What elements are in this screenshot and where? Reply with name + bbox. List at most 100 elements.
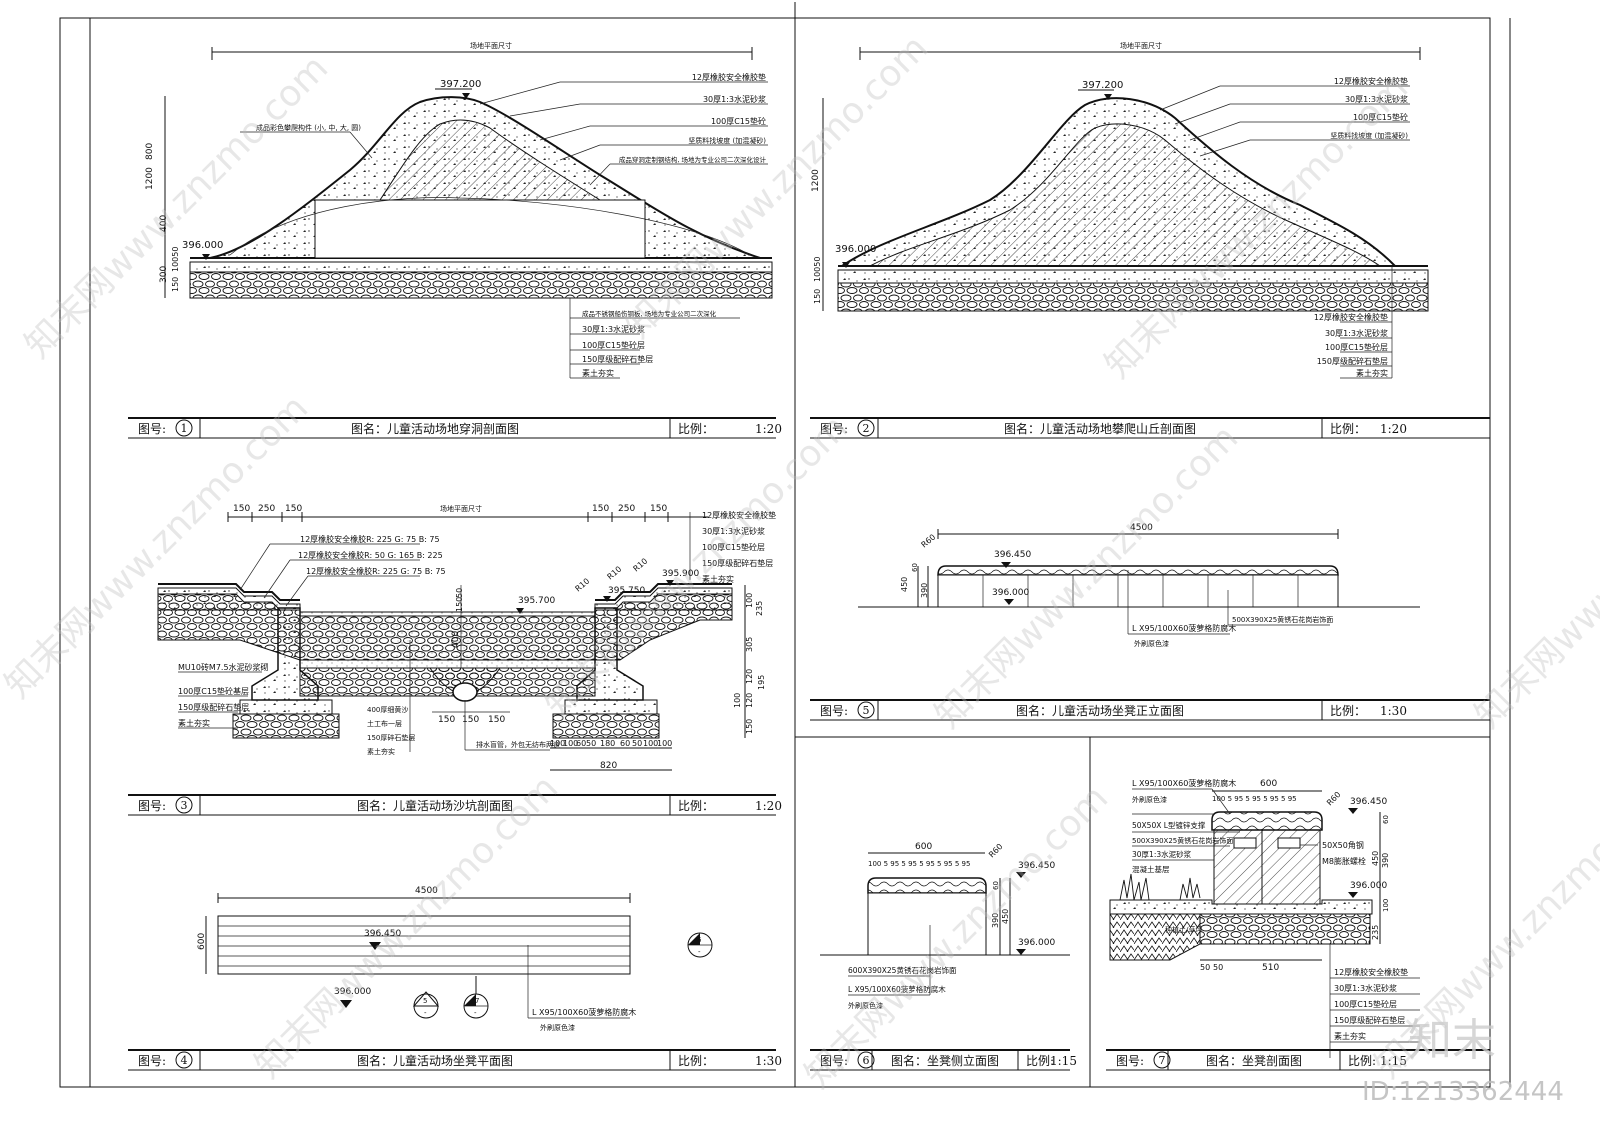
p3-drawing-title: 图名：儿童活动场沙坑剖面图: [357, 798, 513, 813]
p5-number-label: 图号:: [820, 704, 848, 718]
svg-text:L X95/100X60菠萝格防腐木: L X95/100X60菠萝格防腐木: [532, 1007, 636, 1017]
p7-plant-grass: [1119, 873, 1201, 901]
svg-text:排水盲管，外包无纺布两道: 排水盲管，外包无纺布两道: [476, 740, 560, 749]
svg-text:外刷原色漆: 外刷原色漆: [848, 1001, 883, 1010]
svg-text:50: 50: [1200, 963, 1210, 972]
svg-text:30厚1:3水泥砂浆: 30厚1:3水泥砂浆: [1345, 94, 1408, 104]
p3-right-callouts: 12厚橡胶安全橡胶垫 30厚1:3水泥砂浆 100厚C15垫砼层 150厚级配碎…: [689, 510, 776, 584]
svg-text:395.750: 395.750: [608, 586, 645, 596]
svg-text:12厚橡胶安全橡胶R: 225 G: 75 B: 75: 12厚橡胶安全橡胶R: 225 G: 75 B: 75: [300, 534, 440, 544]
svg-text:50: 50: [1213, 963, 1223, 972]
p6-bench-seat: [867, 877, 987, 894]
svg-text:395.700: 395.700: [518, 596, 555, 606]
svg-text:100厚C15垫砼: 100厚C15垫砼: [1353, 112, 1408, 122]
brand-logo: 知末: [1408, 1015, 1496, 1066]
svg-text:820: 820: [600, 761, 617, 771]
svg-text:R10: R10: [632, 557, 650, 574]
svg-text:150厚级配碎石垫层: 150厚级配碎石垫层: [1317, 356, 1388, 366]
svg-text:R10: R10: [606, 565, 624, 582]
svg-text:400厚细黄沙: 400厚细黄沙: [367, 705, 408, 714]
image-id-label: ID:1213362444: [1362, 1077, 1564, 1107]
p2-scale: 1:20: [1380, 422, 1407, 436]
svg-text:396.000: 396.000: [334, 987, 371, 997]
svg-text:场地平面尺寸: 场地平面尺寸: [440, 504, 482, 513]
p3-left-callouts: 12厚橡胶安全橡胶R: 225 G: 75 B: 75 12厚橡胶安全橡胶R: …: [239, 534, 446, 607]
p3-drain-pipe: [452, 682, 478, 702]
svg-text:R10: R10: [574, 577, 592, 594]
svg-text:396.000: 396.000: [992, 588, 1029, 598]
svg-text:100 5 95 5 95 5 95 5 95: 100 5 95 5 95 5 95 5 95: [1212, 795, 1297, 803]
p4-number: 4: [181, 1054, 188, 1067]
p3-number-label: 图号:: [138, 799, 166, 813]
p1-number-label: 图号:: [138, 422, 166, 436]
svg-text:60: 60: [992, 881, 1000, 890]
svg-text:120: 120: [745, 669, 754, 684]
svg-text:100 5 95 5 95 5 95 5 95 5 95: 100 5 95 5 95 5 95 5 95 5 95: [868, 860, 970, 868]
svg-text:30厚1:3水泥砂浆: 30厚1:3水泥砂浆: [582, 324, 645, 334]
svg-text:知末网www.znzmo.com: 知末网www.znzmo.com: [537, 408, 856, 727]
p4-number-circle: [175, 1051, 193, 1069]
p5-scale: 1:30: [1380, 704, 1407, 718]
svg-text:150: 150: [462, 715, 479, 725]
p4-section-symbol-7: 7 -: [463, 976, 489, 1019]
svg-text:250: 250: [258, 504, 275, 514]
p6-scale: 1:15: [1050, 1054, 1077, 1068]
p7-bench-seat: [1211, 811, 1323, 831]
panel-4-bench-plan: 4500 600 396.450 396.000 L X95/100X60菠萝格…: [197, 886, 713, 1032]
svg-text:知末网www.znzmo.com: 知末网www.znzmo.com: [797, 778, 1116, 1097]
p5-drawing-title: 图名：儿童活动场坐凳正立面图: [1016, 703, 1184, 718]
svg-text:150: 150: [233, 504, 250, 514]
p5-bench-base: [937, 574, 1339, 608]
svg-text:395.900: 395.900: [662, 569, 699, 579]
p2-scale-label: 比例：: [1330, 422, 1366, 436]
svg-text:60: 60: [1382, 815, 1390, 824]
svg-text:396.450: 396.450: [1350, 797, 1387, 807]
p1-gravel-layer: [189, 271, 773, 299]
svg-text:30厚1:3水泥砂浆: 30厚1:3水泥砂浆: [1334, 983, 1397, 993]
p1-scale: 1:20: [755, 422, 782, 436]
svg-text:成品不锈钢船伤钢板, 场地为专业公司二次深化: 成品不锈钢船伤钢板, 场地为专业公司二次深化: [582, 309, 717, 318]
p1-top-dimension: 场地平面尺寸: [470, 41, 512, 50]
svg-text:800: 800: [145, 143, 155, 160]
p2-lower-callouts: 12厚橡胶安全橡胶垫 30厚1:3水泥砂浆 100厚C15垫砼层 150厚级配碎…: [1314, 266, 1393, 379]
panel-7-bench-section: 600 100 5 95 5 95 5 95 5 95 R60 396.450 …: [1109, 778, 1420, 1058]
p7-lower-callouts: 12厚橡胶安全橡胶垫 30厚1:3水泥砂浆 100厚C15垫砼层 150厚级配碎…: [1329, 944, 1420, 1058]
svg-text:R60: R60: [1325, 790, 1343, 808]
svg-text:600: 600: [1260, 779, 1277, 789]
p2-elev-top: 397.200: [1082, 80, 1123, 91]
p3-sand-fill: [299, 611, 596, 669]
svg-text:10050: 10050: [171, 247, 180, 272]
svg-text:成品穿洞定制钢结构, 场地为专业公司二次深化设计: 成品穿洞定制钢结构, 场地为专业公司二次深化设计: [619, 155, 767, 164]
p7-number-circle: [1153, 1051, 1171, 1069]
svg-text:396.450: 396.450: [1018, 861, 1055, 871]
sheet-frame: [59, 2, 1511, 1088]
svg-text:L X95/100X60菠萝格防腐木: L X95/100X60菠萝格防腐木: [848, 984, 946, 994]
p2-hill-core: [869, 123, 1382, 267]
p1-mound-core: [379, 119, 602, 201]
svg-text:12厚橡胶安全橡胶垫: 12厚橡胶安全橡胶垫: [1314, 312, 1388, 322]
svg-text:素土夯实: 素土夯实: [178, 718, 210, 728]
svg-text:素土夯实: 素土夯实: [1334, 1031, 1366, 1041]
svg-text:100厚C15垫砼层: 100厚C15垫砼层: [1334, 999, 1397, 1009]
svg-text:-: -: [474, 1009, 477, 1017]
svg-text:10050: 10050: [813, 257, 822, 282]
svg-text:150: 150: [813, 289, 822, 304]
svg-text:235: 235: [755, 601, 764, 616]
svg-text:坚质料找坡度 (加混凝砂): 坚质料找坡度 (加混凝砂): [688, 136, 766, 145]
svg-text:60: 60: [911, 563, 919, 572]
p5-scale-label: 比例：: [1330, 704, 1366, 718]
svg-text:150: 150: [592, 504, 609, 514]
p7-drawing-title: 图名：坐凳剖面图: [1206, 1053, 1302, 1068]
p1-left-dimensions: 800 1200 400 300 10050 150: [145, 96, 180, 298]
p1-number-circle: [175, 419, 193, 437]
svg-text:150厚级配碎石垫层: 150厚级配碎石垫层: [178, 702, 249, 712]
p2-drawing-title: 图名：儿童活动场地攀爬山丘剖面图: [1004, 421, 1196, 436]
svg-text:1200: 1200: [811, 169, 821, 192]
svg-text:396.450: 396.450: [364, 929, 401, 939]
p2-layer-callouts: 12厚橡胶安全橡胶垫 30厚1:3水泥砂浆 100厚C15垫砼 坚质料找坡度 (…: [1159, 76, 1410, 157]
